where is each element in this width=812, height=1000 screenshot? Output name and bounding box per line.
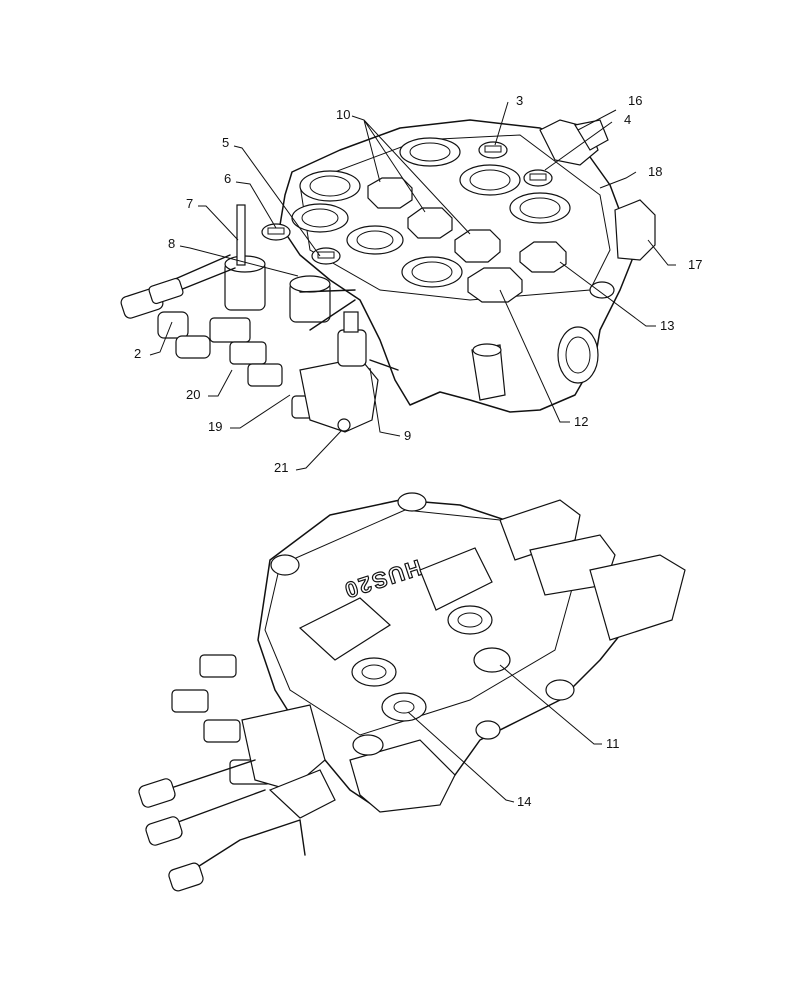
callout-12: 12 [574,414,588,429]
port-rings [291,137,571,288]
valve-assembly-bottom-view: HUS20 [138,492,686,892]
callout-10: 10 [336,107,350,122]
spool-stack-left [120,204,399,433]
callout-21: 21 [274,460,288,475]
callout-18: 18 [648,164,662,179]
allen-plugs [261,141,553,265]
callout-14: 14 [517,794,531,809]
callout-9: 9 [404,428,411,443]
callout-16: 16 [628,93,642,108]
callout-6: 6 [224,171,231,186]
callout-19: 19 [208,419,222,434]
callout-2: 2 [134,346,141,361]
callout-4: 4 [624,112,631,127]
hex-plugs [367,177,567,303]
callout-labels: 2 3 4 5 6 7 8 9 10 11 12 13 14 16 17 18 … [134,93,702,809]
callout-7: 7 [186,196,193,211]
callout-11: 11 [606,736,620,751]
callout-17: 17 [688,257,702,272]
valve-assembly-top-view [120,119,656,433]
callout-5: 5 [222,135,229,150]
leader-lines [149,101,676,803]
callout-20: 20 [186,387,200,402]
callout-8: 8 [168,236,175,251]
callout-3: 3 [516,93,523,108]
callout-13: 13 [660,318,674,333]
